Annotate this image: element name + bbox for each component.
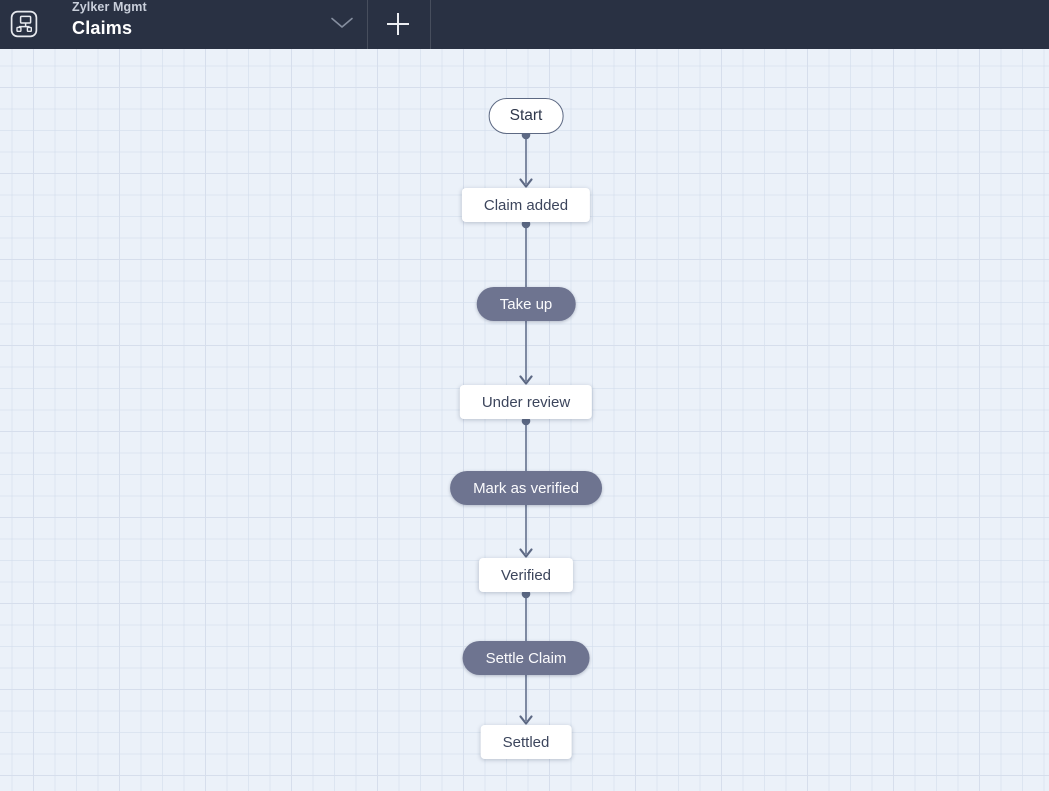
- add-button[interactable]: [382, 4, 414, 44]
- org-chart-icon: [10, 10, 38, 38]
- app-subtitle: Zylker Mgmt: [72, 0, 147, 14]
- header-divider: [430, 0, 431, 49]
- report-title: Claims: [72, 18, 133, 38]
- flow-node-settle-claim[interactable]: Settle Claim: [462, 641, 590, 675]
- flow-node-settled[interactable]: Settled: [480, 725, 572, 759]
- flow-node-take-up[interactable]: Take up: [476, 287, 576, 321]
- flow-node-claim-added[interactable]: Claim added: [461, 188, 591, 222]
- app-header: Zylker Mgmt Claims: [0, 0, 1049, 49]
- flow-node-start[interactable]: Start: [488, 98, 564, 134]
- header-divider: [367, 0, 368, 49]
- flow-node-verified[interactable]: Verified: [478, 558, 574, 592]
- blueprint-canvas[interactable]: Start Claim added Take up Under review M…: [0, 49, 1049, 791]
- flow-node-mark-as-verified[interactable]: Mark as verified: [450, 471, 602, 505]
- flow-connectors: [519, 130, 533, 725]
- plus-icon: [387, 13, 409, 35]
- chevron-down-icon: [331, 17, 353, 28]
- report-dropdown-button[interactable]: [325, 6, 359, 40]
- flow-node-under-review[interactable]: Under review: [459, 385, 593, 419]
- header-titles: Zylker Mgmt Claims: [72, 0, 147, 40]
